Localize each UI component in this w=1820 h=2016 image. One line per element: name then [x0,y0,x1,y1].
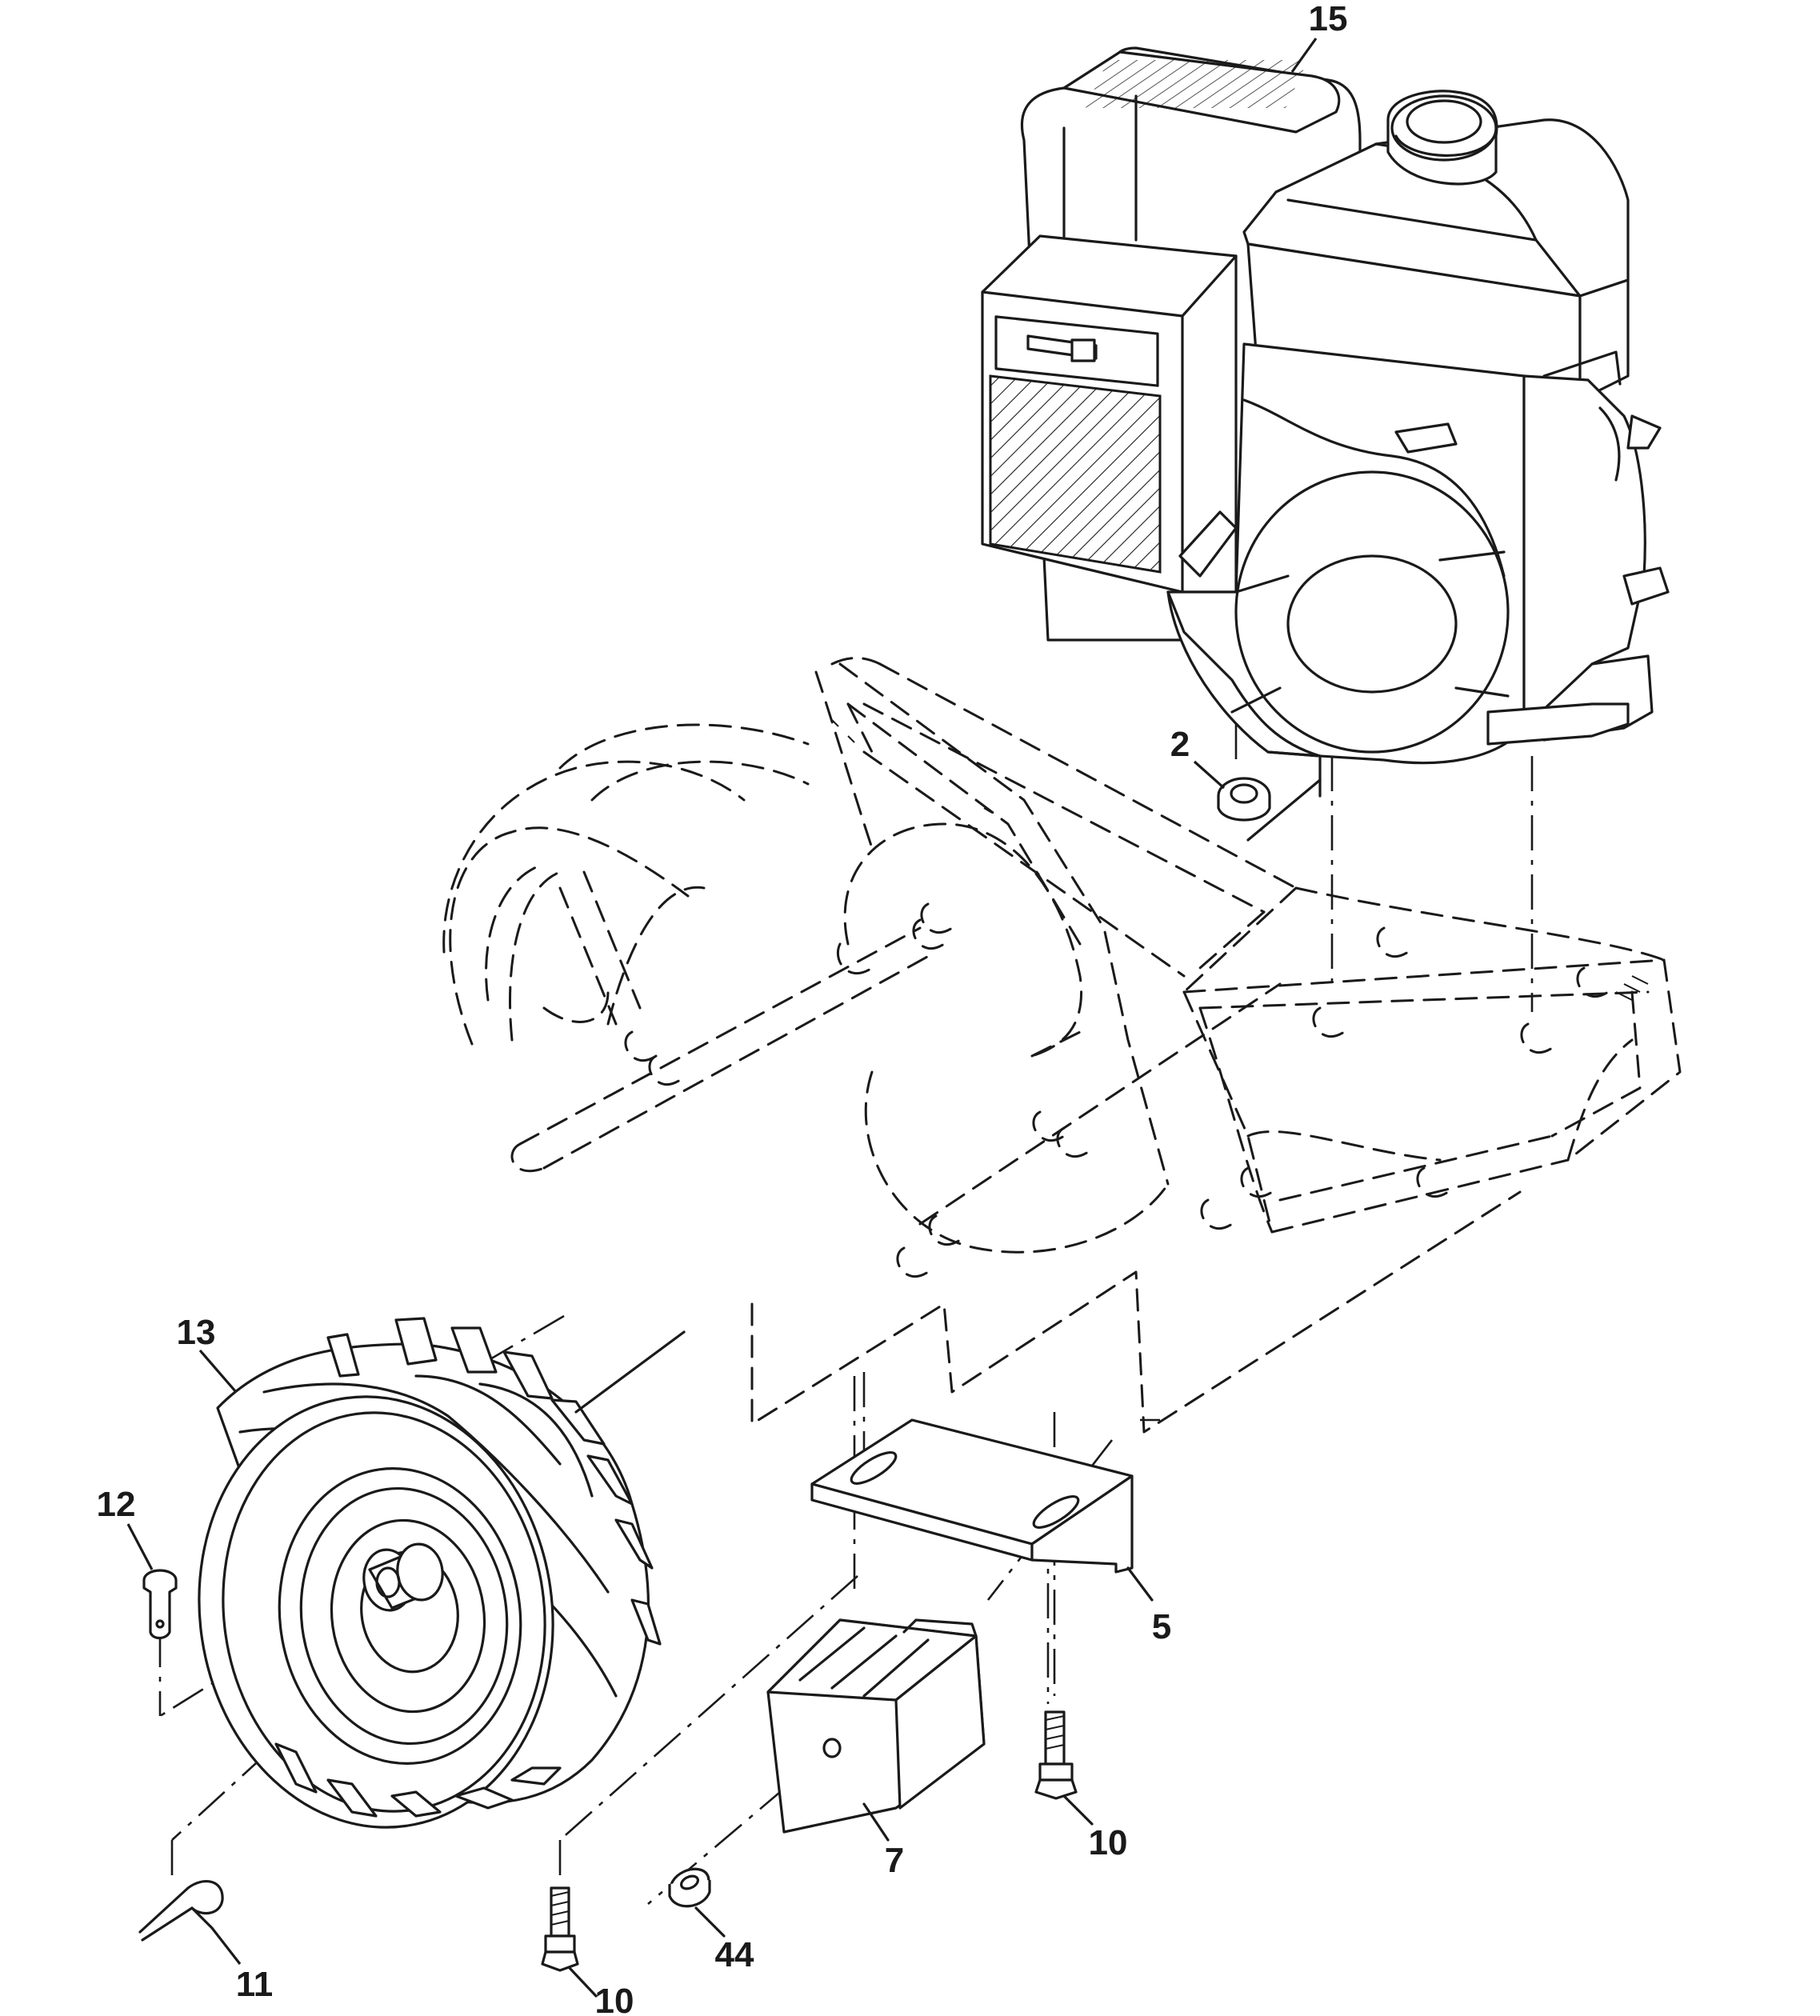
bolt-right [1034,1710,1094,1826]
flange-nut [1217,777,1322,842]
callout-label-washer: 44 [715,1935,754,1974]
callout-label-clevis-pin: 12 [97,1485,136,1524]
hairpin-clip [138,1880,224,1942]
callout-labels: 15 2 13 12 5 10 7 11 44 10 [97,0,1348,2016]
engine-assembly [981,46,1670,798]
clevis-pin [142,1569,178,1640]
mounting-bracket [810,1418,1154,1602]
callout-label-nut: 2 [1170,725,1190,764]
callout-leaders [126,38,1318,1965]
callout-label-tire: 13 [177,1313,216,1352]
callout-label-weight-block: 7 [885,1841,904,1880]
callout-label-bracket: 5 [1152,1607,1171,1646]
callout-label-bolt-right: 10 [1089,1823,1128,1862]
callout-label-hairpin-clip: 11 [236,1965,274,2004]
washer [668,1867,726,1938]
callout-label-bolt-left: 10 [595,1982,634,2016]
tire-wheel [198,1317,686,1829]
frame-teeth [831,719,1649,1001]
callout-label-engine: 15 [1309,0,1348,38]
bolt-left [541,1886,598,1998]
tiller-frame-outline [442,657,1682,1434]
weight-block [766,1618,986,1842]
